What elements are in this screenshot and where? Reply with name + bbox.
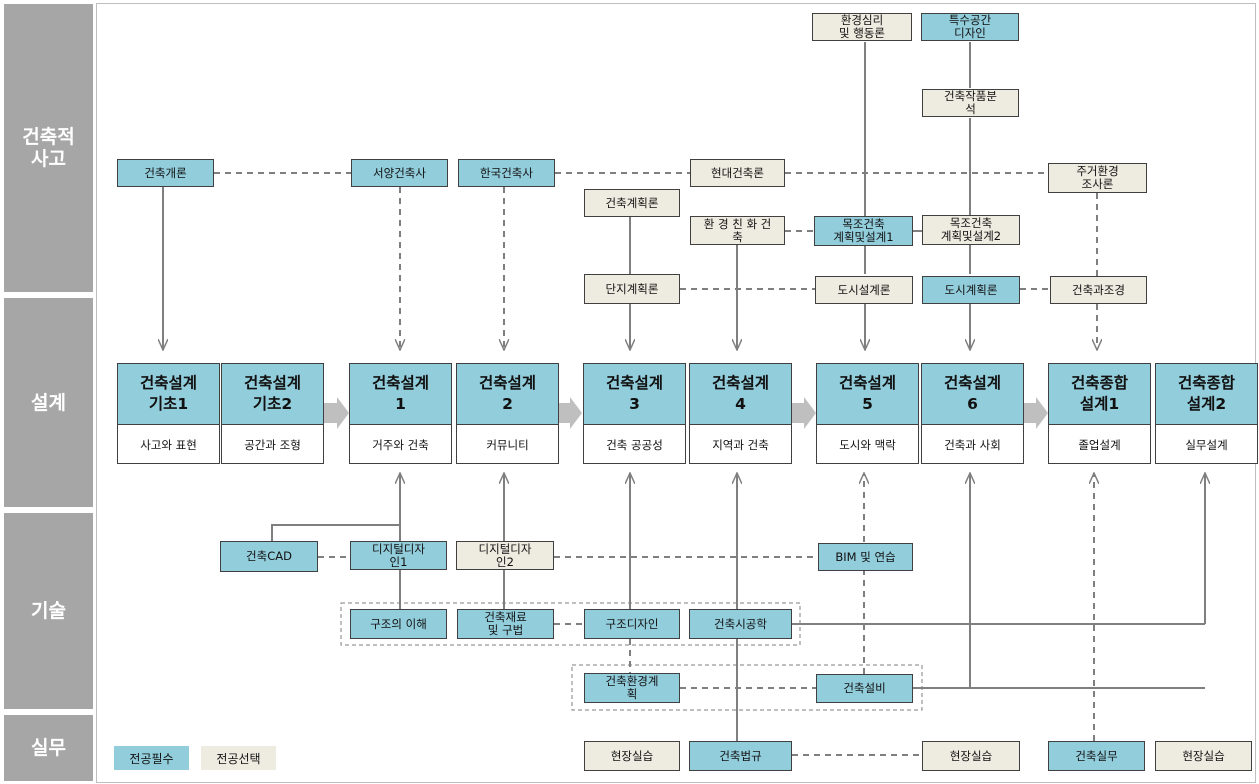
course-structure-design: 구조디자인 (584, 609, 680, 639)
course-urban-design: 도시설계론 (815, 276, 913, 304)
course-western-history: 서양건축사 (351, 159, 448, 187)
studio-title: 건축종합 설계1 (1049, 364, 1150, 425)
studio-title: 건축설계 3 (584, 364, 685, 425)
studio-subtitle: 지역과 건축 (712, 438, 769, 452)
course-field-practice-3: 현장실습 (1155, 741, 1252, 771)
course-structure-understanding: 구조의 이해 (350, 609, 447, 639)
studio-comprehensive-2: 건축종합 설계2 실무설계 (1155, 363, 1258, 464)
course-building-law: 건축법규 (689, 741, 792, 771)
course-urban-planning: 도시계획론 (922, 276, 1020, 304)
studio-title: 건축설계 5 (817, 364, 918, 425)
studio-subtitle: 졸업설계 (1078, 438, 1121, 452)
studio-design-3: 건축설계 3 건축 공공성 (583, 363, 686, 464)
course-arch-work-analysis: 건축작품분 석 (922, 89, 1019, 117)
studio-design-4: 건축설계 4 지역과 건축 (689, 363, 792, 464)
course-materials: 건축재료 및 구법 (457, 609, 554, 639)
studio-design-6: 건축설계 6 건축과 사회 (921, 363, 1024, 464)
course-environment-planning: 건축환경계 획 (584, 673, 680, 703)
course-digital-design-1: 디지털디자 인1 (350, 541, 447, 570)
studio-basic-2: 건축설계 기초2 공간과 조형 (221, 363, 324, 464)
course-bim: BIM 및 연습 (818, 543, 913, 571)
studio-design-1: 건축설계 1 거주와 건축 (349, 363, 452, 464)
course-eco-architecture: 환 경 친 화 건 축 (690, 216, 785, 245)
studio-title: 건축설계 6 (922, 364, 1023, 425)
course-intro-architecture: 건축개론 (117, 159, 214, 187)
studio-subtitle: 실무설계 (1185, 438, 1228, 452)
studio-subtitle: 도시와 맥락 (839, 438, 896, 452)
course-equipment: 건축설비 (816, 674, 913, 703)
course-env-psychology: 환경심리 및 행동론 (812, 13, 912, 41)
studio-basic-1: 건축설계 기초1 사고와 표현 (117, 363, 220, 464)
band-design: 설계 (4, 298, 93, 507)
studio-subtitle: 공간과 조형 (244, 438, 301, 452)
studio-subtitle: 커뮤니티 (486, 438, 529, 452)
course-planning-theory: 건축계획론 (584, 189, 680, 217)
studio-subtitle: 거주와 건축 (372, 438, 429, 452)
course-housing-survey: 주거환경 조사론 (1048, 163, 1147, 193)
band-practice: 실무 (4, 715, 93, 781)
legend-elective: 전공선택 (201, 746, 276, 770)
studio-design-5: 건축설계 5 도시와 맥락 (816, 363, 919, 464)
course-cad: 건축CAD (220, 541, 318, 572)
course-modern-theory: 현대건축론 (690, 159, 785, 187)
studio-title: 건축설계 2 (457, 364, 558, 425)
studio-title: 건축설계 기초1 (118, 364, 219, 425)
band-technology: 기술 (4, 513, 93, 709)
course-korean-history: 한국건축사 (458, 159, 555, 187)
studio-title: 건축종합 설계2 (1156, 364, 1257, 425)
studio-title: 건축설계 1 (350, 364, 451, 425)
course-field-practice-2: 현장실습 (922, 741, 1020, 771)
course-digital-design-2: 디지털디자 인2 (456, 541, 554, 570)
course-landscape: 건축과조경 (1050, 276, 1147, 304)
band-thinking: 건축적 사고 (4, 4, 93, 292)
studio-subtitle: 건축 공공성 (606, 438, 663, 452)
studio-title: 건축설계 4 (690, 364, 791, 425)
studio-design-2: 건축설계 2 커뮤니티 (456, 363, 559, 464)
studio-comprehensive-1: 건축종합 설계1 졸업설계 (1048, 363, 1151, 464)
studio-subtitle: 건축과 사회 (944, 438, 1001, 452)
course-site-planning: 단지계획론 (584, 274, 680, 304)
legend-required: 전공필수 (114, 746, 189, 770)
course-construction: 건축시공학 (689, 609, 792, 639)
course-special-space-design: 특수공간 디자인 (921, 13, 1019, 41)
course-wood-design-2: 목조건축 계획및설계2 (922, 215, 1020, 245)
studio-title: 건축설계 기초2 (222, 364, 323, 425)
course-field-practice-1: 현장실습 (584, 741, 680, 771)
studio-subtitle: 사고와 표현 (140, 438, 197, 452)
course-architectural-practice: 건축실무 (1048, 741, 1145, 771)
course-wood-design-1: 목조건축 계획및설계1 (814, 216, 913, 246)
